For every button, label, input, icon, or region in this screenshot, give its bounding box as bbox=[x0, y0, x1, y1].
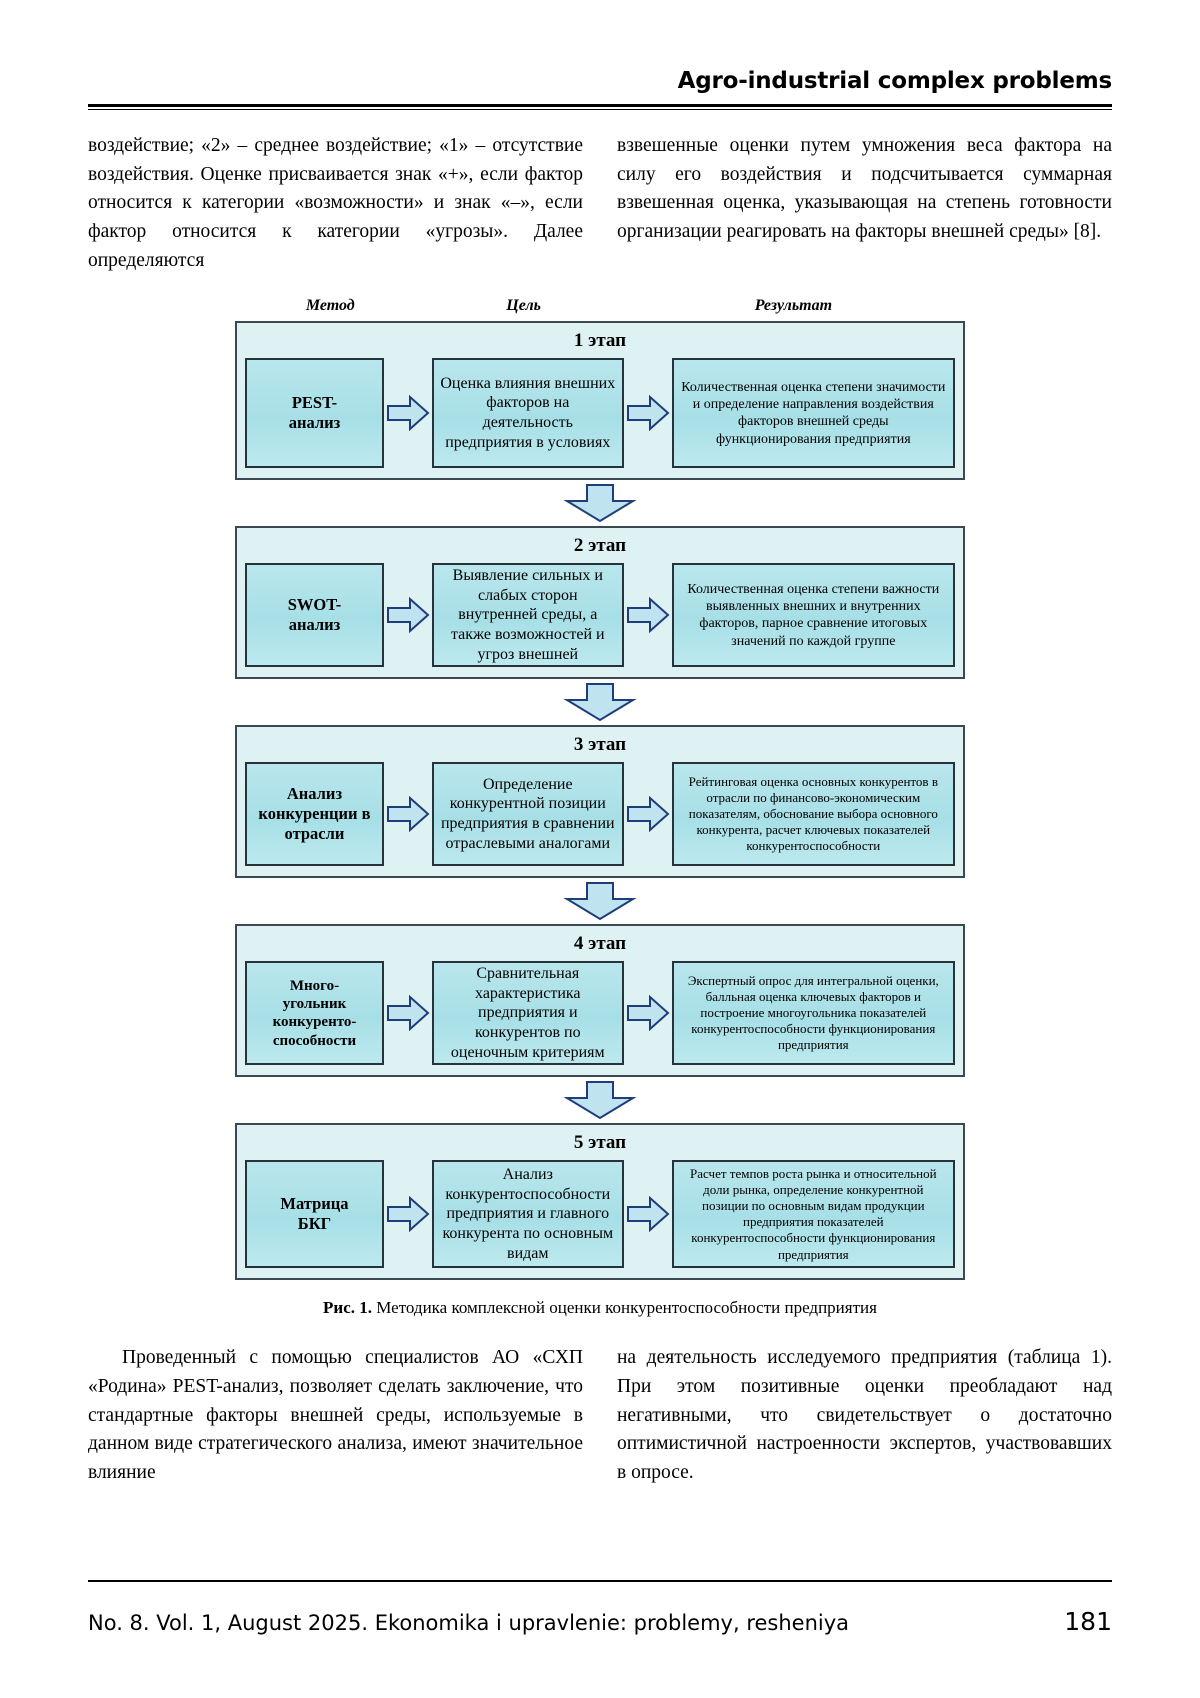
running-head: Agro-industrial complex problems bbox=[677, 68, 1113, 94]
stage-block-5: 5 этап Матрица БКГ Анализ конкурентоспос… bbox=[235, 1123, 965, 1281]
stage-row-5: Матрица БКГ Анализ конкурентоспособности… bbox=[245, 1160, 955, 1269]
stage-title-2: 2 этап bbox=[573, 535, 627, 557]
stage-title-1: 1 этап bbox=[573, 330, 627, 352]
stage-title-4: 4 этап bbox=[573, 933, 627, 955]
stage-row-1: PEST- анализ Оценка влияния внешних факт… bbox=[245, 358, 955, 469]
column-header-method: Метод bbox=[305, 297, 355, 315]
footer-rule bbox=[88, 1580, 1112, 1582]
top-left-paragraph: воздействие; «2» – среднее воздействие; … bbox=[88, 135, 583, 271]
arrow-right-icon bbox=[384, 563, 432, 667]
arrow-right-icon bbox=[624, 563, 672, 667]
column-header-goal: Цель bbox=[506, 297, 541, 315]
figure-column-headers: Метод Цель Результат bbox=[235, 297, 965, 321]
footer-page-number: 181 bbox=[1064, 1607, 1112, 1636]
stage-2-result-box: Количественная оценка степени важности в… bbox=[671, 563, 955, 668]
stage-2-method-box: SWOT- анализ bbox=[245, 563, 384, 668]
stage-2-goal-box: Выявление сильных и слабых сторон внутре… bbox=[431, 563, 624, 668]
stage-title-5: 5 этап bbox=[573, 1132, 627, 1154]
stage-1-goal-box: Оценка влияния внешних факторов на деяте… bbox=[431, 358, 624, 469]
stage-3-goal-box: Определение конкурентной позиции предпри… bbox=[431, 762, 624, 867]
bottom-left-paragraph: Проведенный с помощью специалистов АО «С… bbox=[88, 1347, 583, 1483]
bottom-right-paragraph: на деятельность исследуемого предприятия… bbox=[617, 1347, 1112, 1483]
figure-caption-label: Рис. 1. bbox=[323, 1298, 373, 1318]
top-right-column: взвешенные оценки путем умножения веса ф… bbox=[617, 132, 1112, 275]
top-left-column: воздействие; «2» – среднее воздействие; … bbox=[88, 132, 583, 275]
stage-block-1: 1 этап PEST- анализ Оценка влияния внешн… bbox=[235, 321, 965, 481]
arrow-right-icon bbox=[384, 762, 432, 866]
stage-block-2: 2 этап SWOT- анализ Выявление сильных и … bbox=[235, 526, 965, 680]
page-footer: No. 8. Vol. 1, August 2025. Ekonomika i … bbox=[88, 1607, 1112, 1636]
arrow-right-icon bbox=[624, 961, 672, 1065]
stage-3-result-box: Рейтинговая оценка основных конкурентов … bbox=[671, 762, 955, 867]
header-rule bbox=[88, 104, 1112, 110]
bottom-body-columns: Проведенный с помощью специалистов АО «С… bbox=[88, 1344, 1112, 1487]
arrow-down-icon bbox=[235, 679, 965, 725]
stage-5-result-box: Расчет темпов роста рынка и относительно… bbox=[671, 1160, 955, 1269]
arrow-down-icon bbox=[235, 480, 965, 526]
stage-block-3: 3 этап Анализ конкуренции в отрасли Опре… bbox=[235, 725, 965, 879]
arrow-down-icon bbox=[235, 1077, 965, 1123]
bottom-right-column: на деятельность исследуемого предприятия… bbox=[617, 1344, 1112, 1487]
stage-row-4: Много- угольник конкуренто- способности … bbox=[245, 961, 955, 1066]
stage-4-method-box: Много- угольник конкуренто- способности bbox=[245, 961, 384, 1066]
stage-row-2: SWOT- анализ Выявление сильных и слабых … bbox=[245, 563, 955, 668]
figure-caption: Рис. 1. Методика комплексной оценки конк… bbox=[235, 1298, 965, 1318]
arrow-right-icon bbox=[384, 358, 432, 468]
stage-5-method-box: Матрица БКГ bbox=[245, 1160, 384, 1269]
arrow-right-icon bbox=[384, 961, 432, 1065]
stage-block-4: 4 этап Много- угольник конкуренто- спосо… bbox=[235, 924, 965, 1078]
column-header-result: Результат bbox=[754, 297, 833, 315]
bottom-left-column: Проведенный с помощью специалистов АО «С… bbox=[88, 1344, 583, 1487]
stage-title-3: 3 этап bbox=[573, 734, 627, 756]
figure-caption-text: Методика комплексной оценки конкурентосп… bbox=[372, 1298, 877, 1318]
footer-citation: No. 8. Vol. 1, August 2025. Ekonomika i … bbox=[88, 1611, 850, 1635]
figure-1: Метод Цель Результат 1 этап PEST- анализ… bbox=[235, 297, 965, 1318]
stage-row-3: Анализ конкуренции в отрасли Определение… bbox=[245, 762, 955, 867]
stage-3-method-box: Анализ конкуренции в отрасли bbox=[245, 762, 384, 867]
arrow-right-icon bbox=[624, 358, 672, 468]
stage-1-method-box: PEST- анализ bbox=[245, 358, 384, 469]
arrow-right-icon bbox=[624, 1160, 672, 1268]
top-body-columns: воздействие; «2» – среднее воздействие; … bbox=[88, 132, 1112, 275]
arrow-right-icon bbox=[624, 762, 672, 866]
stage-4-goal-box: Сравнительная характеристика предприятия… bbox=[431, 961, 624, 1066]
arrow-down-icon bbox=[235, 878, 965, 924]
stage-4-result-box: Экспертный опрос для интегральной оценки… bbox=[671, 961, 955, 1066]
arrow-right-icon bbox=[384, 1160, 432, 1268]
stage-5-goal-box: Анализ конкурентоспособности предприятия… bbox=[431, 1160, 624, 1269]
stage-1-result-box: Количественная оценка степени значимости… bbox=[671, 358, 955, 469]
top-right-paragraph: взвешенные оценки путем умножения веса ф… bbox=[617, 135, 1112, 242]
